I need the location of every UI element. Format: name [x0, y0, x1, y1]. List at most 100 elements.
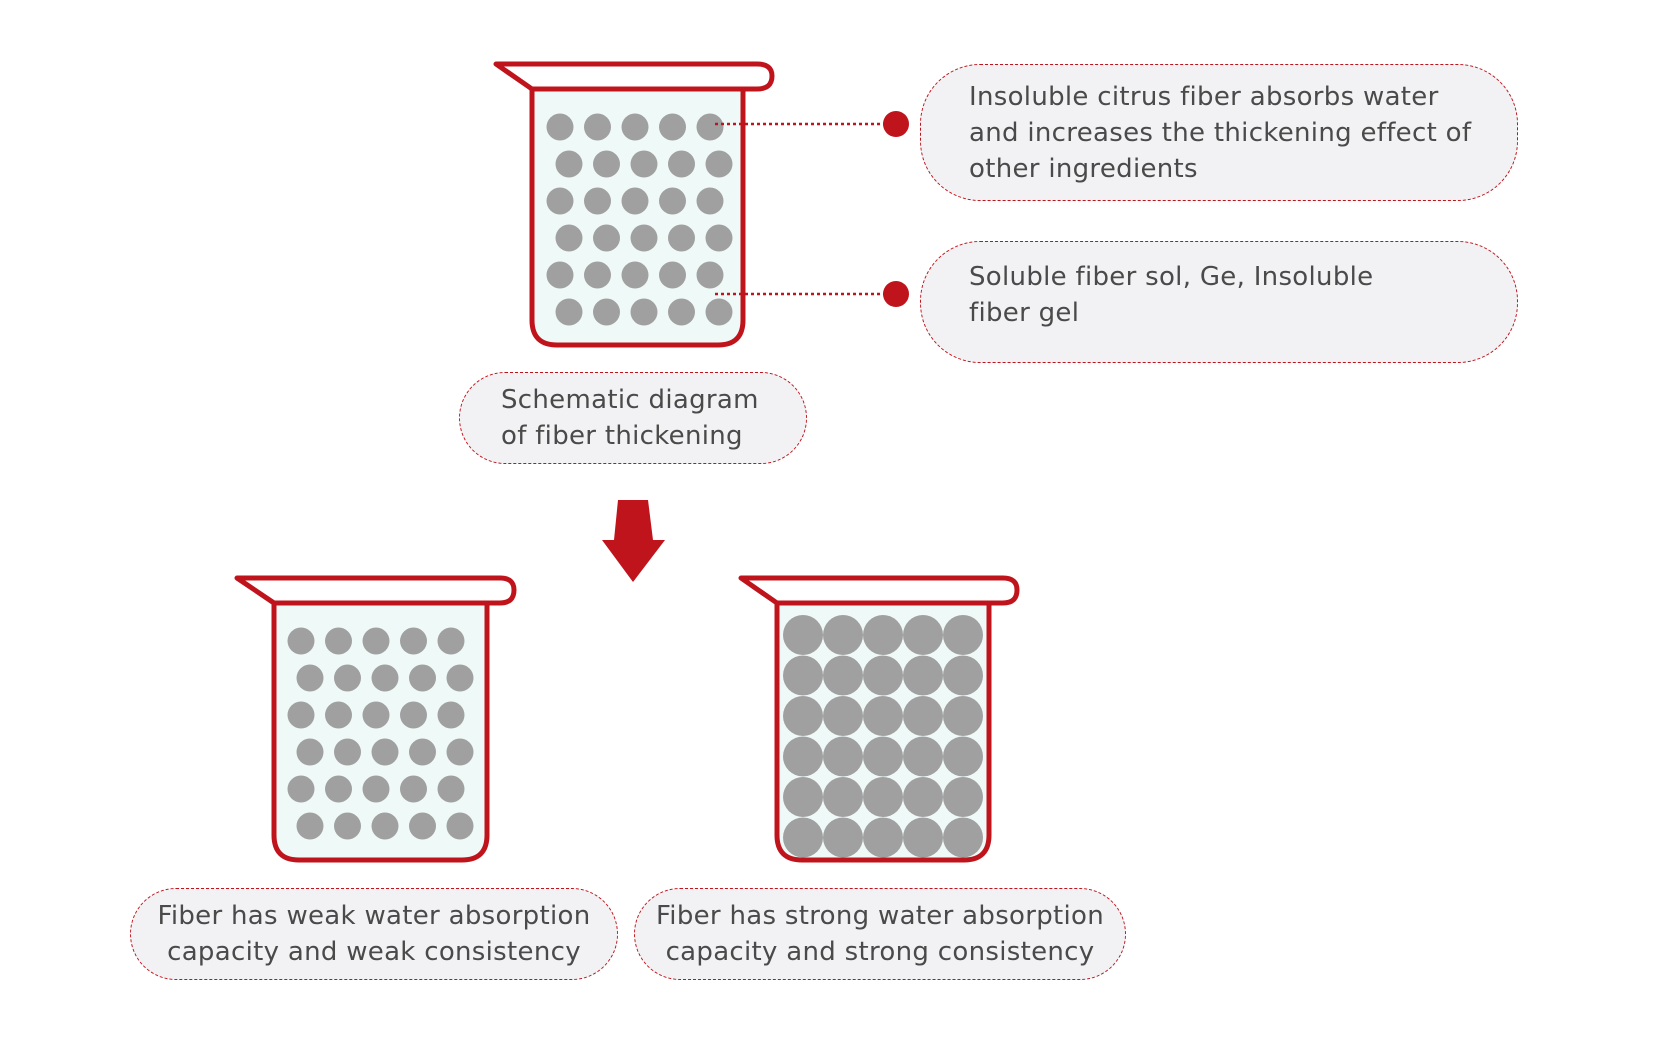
fiber-particle: [943, 817, 983, 858]
fiber-particle: [546, 261, 574, 289]
fiber-particle: [903, 696, 943, 736]
fiber-particle: [823, 615, 863, 655]
fiber-particle: [863, 736, 903, 777]
fiber-particle: [325, 627, 352, 655]
fiber-particle: [659, 113, 686, 141]
fiber-particle: [555, 150, 583, 178]
fiber-particle: [943, 696, 983, 736]
fiber-particle: [783, 655, 823, 696]
fiber-particle: [400, 701, 427, 729]
fiber-particle: [287, 627, 315, 655]
fiber-particle: [400, 775, 427, 803]
fiber-particle: [783, 817, 823, 858]
fiber-particle: [362, 701, 390, 729]
fiber-particle: [437, 701, 465, 729]
fiber-particle: [696, 261, 724, 289]
fiber-particle: [863, 777, 903, 817]
fiber-particle: [296, 664, 324, 692]
callout-text-line: and increases the thickening effect of: [969, 118, 1472, 148]
fiber-particle: [668, 224, 695, 252]
fiber-particle: [446, 812, 474, 840]
fiber-particle: [287, 775, 315, 803]
fiber-particle: [409, 664, 436, 692]
caption-schematic: Schematic diagram of fiber thickening: [459, 372, 807, 464]
fiber-particle: [823, 817, 863, 858]
fiber-particle: [783, 736, 823, 777]
fiber-particle: [621, 187, 649, 215]
beaker-top: [493, 61, 775, 348]
callout-text-line: fiber gel: [969, 298, 1080, 328]
fiber-particle: [668, 298, 695, 326]
fiber-particle: [621, 113, 649, 141]
fiber-particle: [823, 696, 863, 736]
caption-text-line: Fiber has weak water absorption: [157, 901, 591, 931]
fiber-particle: [903, 736, 943, 777]
dot-icon: [883, 111, 909, 137]
callout-text-line: Insoluble citrus fiber absorbs water: [969, 82, 1439, 112]
fiber-particle: [783, 615, 823, 655]
beaker-weak: [234, 575, 517, 863]
fiber-particle: [705, 150, 733, 178]
fiber-particle: [371, 664, 399, 692]
fiber-particle: [668, 150, 695, 178]
fiber-particle: [362, 775, 390, 803]
fiber-particle: [409, 812, 436, 840]
fiber-particle: [863, 696, 903, 736]
fiber-particle: [903, 817, 943, 858]
fiber-particle: [546, 187, 574, 215]
fiber-particle: [362, 627, 390, 655]
fiber-particle: [593, 150, 620, 178]
callout-insoluble-water: Insoluble citrus fiber absorbs water and…: [920, 64, 1518, 201]
caption-strong: Fiber has strong water absorption capaci…: [634, 888, 1126, 980]
caption-text-line: capacity and weak consistency: [167, 937, 581, 967]
fiber-particle: [903, 615, 943, 655]
caption-text-line: Schematic diagram: [501, 385, 759, 415]
fiber-particle: [823, 655, 863, 696]
fiber-particle: [863, 817, 903, 858]
fiber-particle: [630, 150, 658, 178]
fiber-particle: [325, 701, 352, 729]
fiber-particle: [437, 775, 465, 803]
dot-icon: [883, 281, 909, 307]
fiber-particle: [371, 812, 399, 840]
fiber-particle: [630, 224, 658, 252]
fiber-particle: [334, 812, 361, 840]
down-arrow-icon: [602, 500, 665, 582]
caption-text-line: of fiber thickening: [501, 421, 743, 451]
fiber-particle: [593, 298, 620, 326]
fiber-particle: [696, 187, 724, 215]
fiber-particle: [334, 664, 361, 692]
caption-text-line: capacity and strong consistency: [665, 937, 1095, 967]
fiber-particle: [621, 261, 649, 289]
callout-soluble-gel: Soluble fiber sol, Ge, Insoluble fiber g…: [920, 241, 1518, 363]
fiber-particle: [943, 777, 983, 817]
fiber-particle: [584, 261, 611, 289]
fiber-particle: [287, 701, 315, 729]
fiber-particle: [659, 261, 686, 289]
fiber-particle: [371, 738, 399, 766]
caption-weak: Fiber has weak water absorption capacity…: [130, 888, 618, 980]
fiber-particle: [903, 777, 943, 817]
fiber-particle: [400, 627, 427, 655]
fiber-particle: [943, 615, 983, 655]
fiber-particle: [783, 777, 823, 817]
fiber-particle: [593, 224, 620, 252]
connector-insoluble: [715, 111, 909, 137]
fiber-particle: [546, 113, 574, 141]
fiber-particle: [334, 738, 361, 766]
callout-text-line: Soluble fiber sol, Ge, Insoluble: [969, 262, 1374, 292]
fiber-particle: [409, 738, 436, 766]
fiber-particle: [659, 187, 686, 215]
fiber-particle: [296, 812, 324, 840]
fiber-particle: [863, 655, 903, 696]
fiber-particle: [943, 736, 983, 777]
fiber-particle: [696, 113, 724, 141]
fiber-particle: [555, 224, 583, 252]
fiber-particle: [903, 655, 943, 696]
fiber-particle: [437, 627, 465, 655]
fiber-particle: [325, 775, 352, 803]
beaker-strong: [738, 575, 1020, 863]
fiber-particle: [296, 738, 324, 766]
